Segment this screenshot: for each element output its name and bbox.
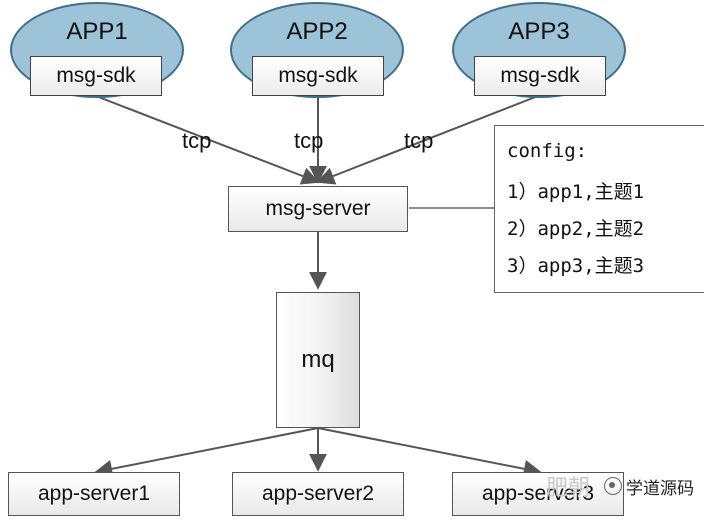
arrow-mq-to-app-server3 bbox=[317, 427, 542, 478]
wechat-logo-icon bbox=[604, 477, 622, 495]
app-server2-node: app-server2 bbox=[232, 472, 404, 516]
config-line-1: 1）app1,主题1 bbox=[507, 181, 645, 203]
tcp-label-app1: tcp bbox=[182, 128, 212, 153]
arrow-app3-to-msg-server bbox=[316, 95, 539, 185]
mq-node: mq bbox=[276, 292, 360, 428]
watermark: 肥朝 学道源码 bbox=[546, 470, 694, 502]
config-line-3: 3）app3,主题3 bbox=[507, 255, 645, 277]
app1-msg-sdk: msg-sdk bbox=[30, 56, 162, 96]
config-panel: config: 1）app1,主题1 2）app2,主题2 3）app3,主题3 bbox=[494, 125, 704, 293]
app3-msg-sdk: msg-sdk bbox=[474, 56, 606, 96]
msg-server-node: msg-server bbox=[228, 186, 408, 232]
app3-title: APP3 bbox=[508, 18, 570, 45]
tcp-label-app3: tcp bbox=[404, 128, 434, 153]
config-title: config: bbox=[507, 140, 588, 162]
watermark-text: 学道源码 bbox=[626, 478, 694, 498]
app-server1-node: app-server1 bbox=[8, 472, 180, 516]
arrow-mq-to-app-server1 bbox=[94, 427, 319, 478]
app1-title: APP1 bbox=[66, 18, 128, 45]
config-line-2: 2）app2,主题2 bbox=[507, 218, 645, 240]
app-server3-node: app-server3 bbox=[452, 472, 624, 516]
arrow-app1-to-msg-server bbox=[95, 95, 320, 185]
app2-msg-sdk: msg-sdk bbox=[252, 56, 384, 96]
tcp-label-app2: tcp bbox=[294, 128, 324, 153]
app2-title: APP2 bbox=[286, 18, 348, 45]
watermark-faint-text: 肥朝 bbox=[545, 475, 590, 500]
